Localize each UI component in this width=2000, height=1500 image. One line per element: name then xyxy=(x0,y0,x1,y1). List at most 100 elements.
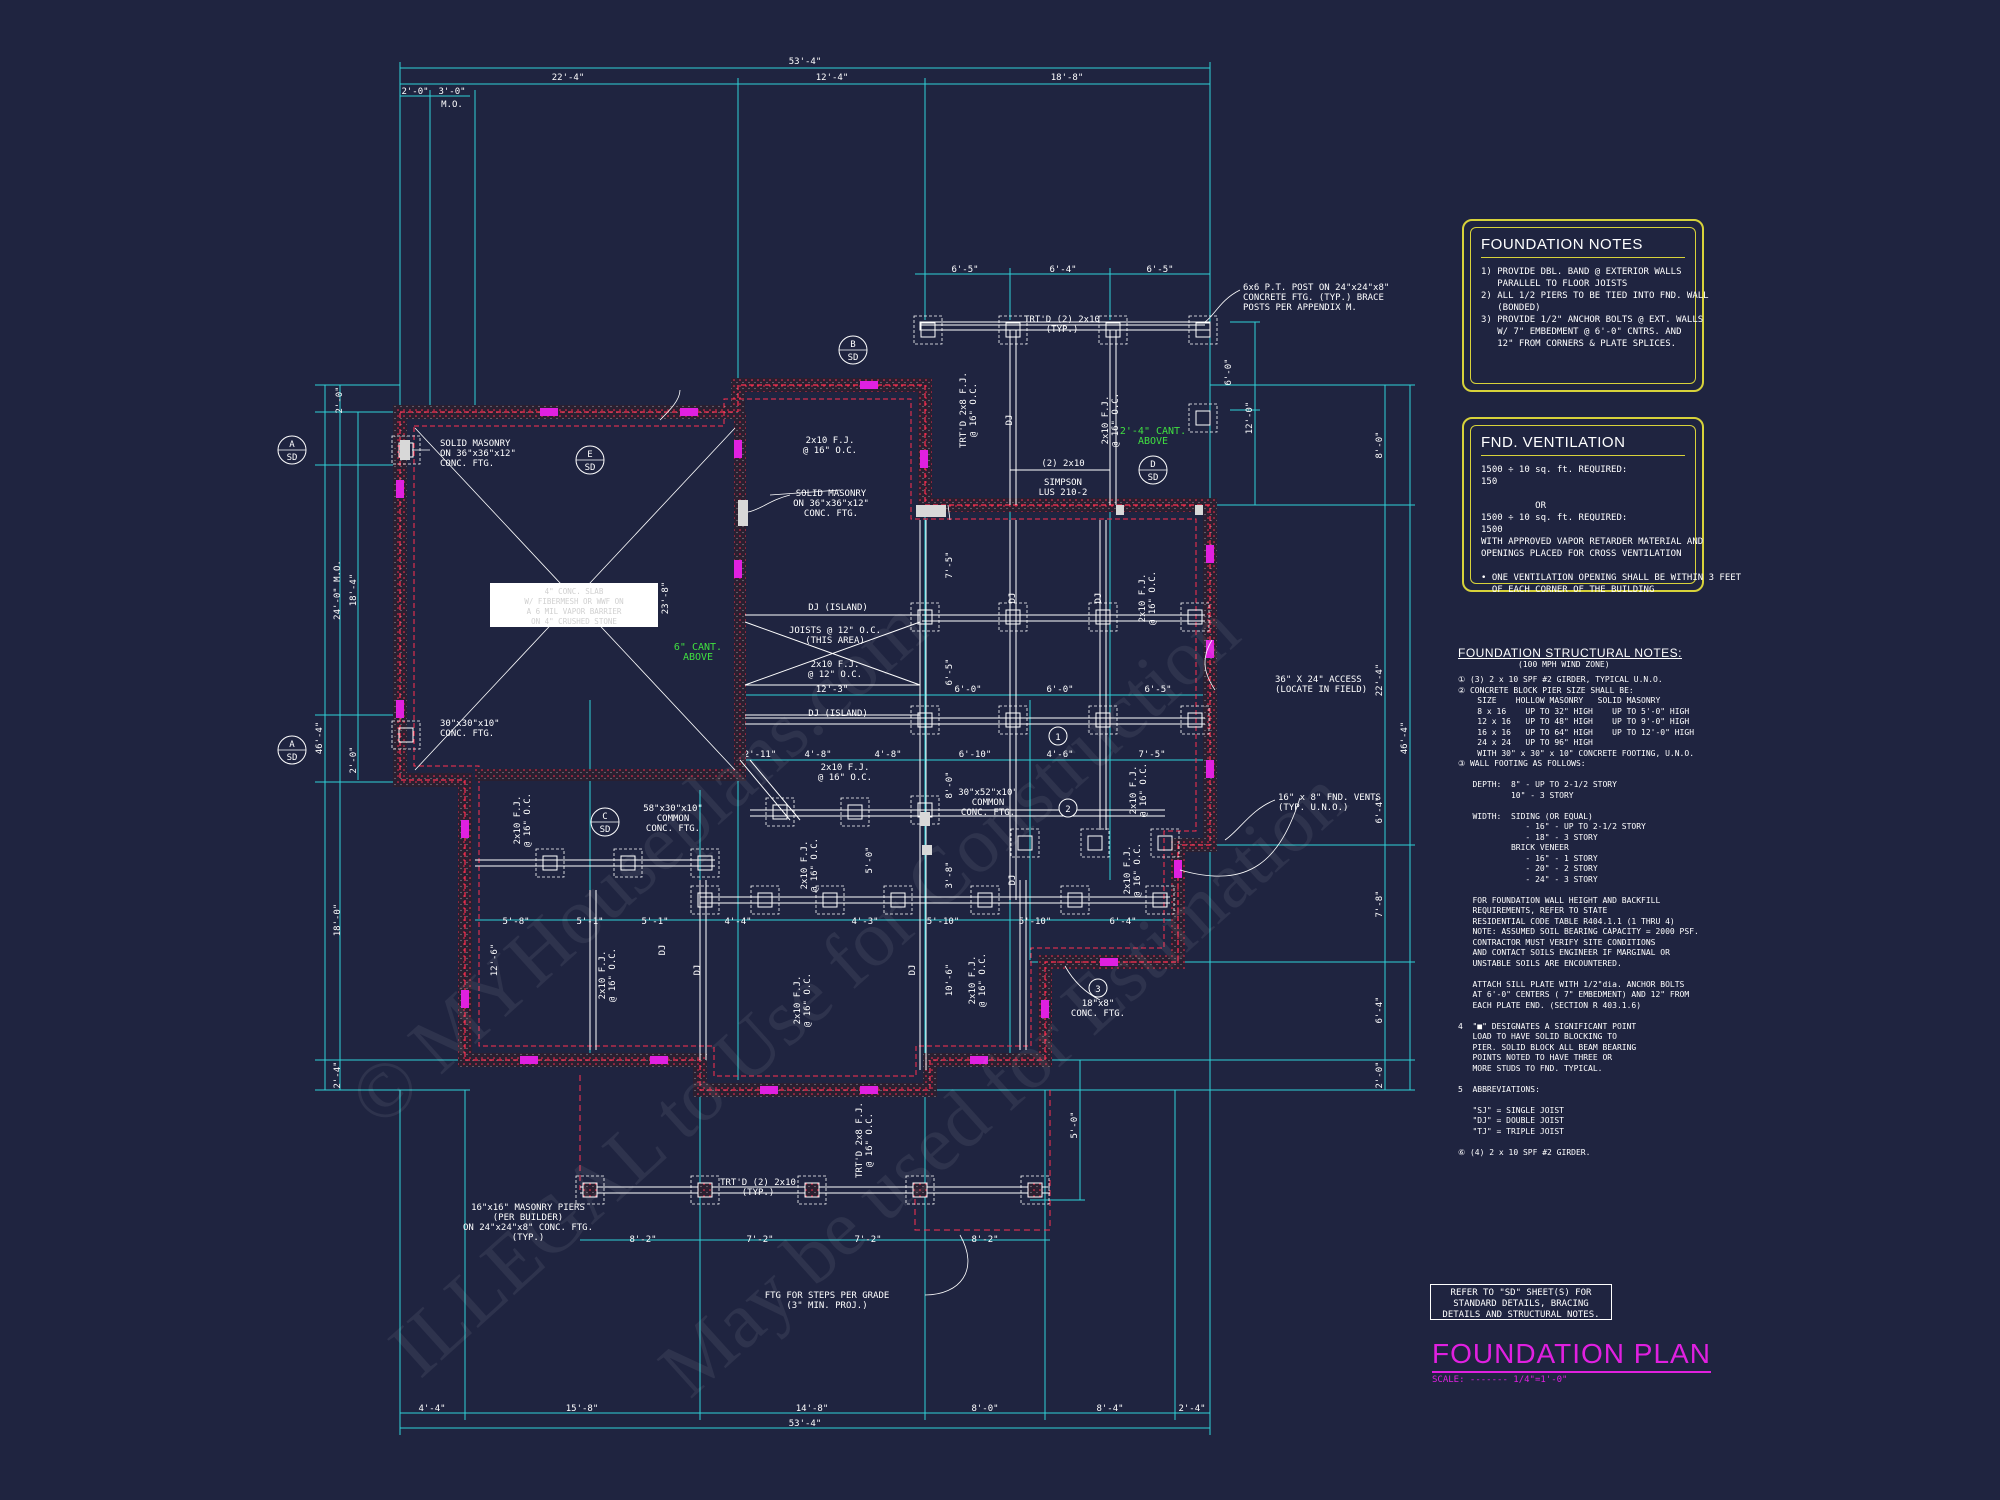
pier xyxy=(1020,1175,1050,1205)
callout-joists: JOISTS @ 12" O.C.(THIS AREA) xyxy=(789,626,881,646)
dim-top-c: 18'-8" xyxy=(1051,73,1084,83)
dim-inner-a: 12'-3" xyxy=(816,685,849,695)
callout-ftg-30: 30"x30"x10"CONC. FTG. xyxy=(440,719,500,739)
note-line: ⑥ (4) 2 x 10 SPF #2 GIRDER. xyxy=(1458,1147,1591,1157)
section-tag-sheet: SD xyxy=(848,353,859,363)
callout-ftg-steps: FTG FOR STEPS PER GRADE(3" MIN. PROJ.) xyxy=(765,1291,890,1311)
note-line: EACH PLATE END. (SECTION R 403.1.6) xyxy=(1458,1000,1642,1010)
note-line xyxy=(1458,1137,1718,1148)
structural-notes-title: FOUNDATION STRUCTURAL NOTES: xyxy=(1458,646,1683,660)
dim-inner-r: 6'-4" xyxy=(1109,917,1136,927)
section-tag-sheet: SD xyxy=(600,825,611,835)
note-line xyxy=(1481,488,1685,500)
pier xyxy=(1088,705,1118,735)
callout-fj-2x10: 2x10 F.J.@ 16" O.C. xyxy=(800,838,820,892)
tag-3: 3 xyxy=(1095,985,1100,995)
pier xyxy=(1080,828,1110,858)
note-line xyxy=(1481,560,1685,572)
dim-v-a: 7'-5" xyxy=(945,551,955,578)
section-tag-letter: B xyxy=(850,340,855,350)
section-tag-letter: C xyxy=(602,812,607,822)
note-line: CONTRACTOR MUST VERIFY SITE CONDITIONS xyxy=(1458,937,1656,947)
section-tag: C SD xyxy=(590,807,620,837)
pier xyxy=(905,1175,935,1205)
pier xyxy=(391,720,421,750)
solid-masonry-blocks xyxy=(400,440,1203,855)
pier xyxy=(690,885,720,915)
pier xyxy=(970,885,1000,915)
note-line: PIER. SOLID BLOCK ALL BEAM BEARING xyxy=(1458,1042,1637,1052)
section-tag-sheet: SD xyxy=(287,753,298,763)
dim-right-c: 6'-4" xyxy=(1375,796,1385,823)
note-line: WIDTH: SIDING (OR EQUAL) xyxy=(1458,811,1593,821)
callout-fj-2x10: 2x10 F.J.@ 16" O.C. xyxy=(513,793,533,847)
note-line: 12 x 16 UP TO 48" HIGH UP TO 9'-0" HIGH xyxy=(1458,717,1690,726)
note-line: ③ WALL FOOTING AS FOLLOWS: xyxy=(1458,759,1586,768)
dim-top-b: 12'-4" xyxy=(816,73,849,83)
pier xyxy=(1145,885,1175,915)
pier xyxy=(998,315,1028,345)
callout-cant-right: 2'-4" CANT.ABOVE xyxy=(1120,426,1186,447)
pier xyxy=(998,705,1028,735)
note-line: OF EACH CORNER OF THE BUILDING xyxy=(1481,585,1655,595)
ventilation-panel: FND. VENTILATION 1500 ÷ 10 sq. ft. REQUI… xyxy=(1462,417,1742,595)
dim-left-b: 24'-0" M.O. xyxy=(333,560,343,620)
dim-right-porch-a: 6'-0" xyxy=(1224,358,1234,385)
note-line: OR xyxy=(1481,501,1547,511)
note-line: PARALLEL TO FLOOR JOISTS xyxy=(1481,279,1628,289)
dim-step-a: 8'-2" xyxy=(629,1235,656,1245)
dim-right-e: 6'-4" xyxy=(1375,996,1385,1023)
foundation-notes-inner: FOUNDATION NOTES 1) PROVIDE DBL. BAND @ … xyxy=(1470,227,1709,384)
note-line: • ONE VENTILATION OPENING SHALL BE WITHI… xyxy=(1481,573,1742,583)
note-line: WITH APPROVED VAPOR RETARDER MATERIAL AN… xyxy=(1481,537,1704,547)
note-line: "TJ" = TRIPLE JOIST xyxy=(1458,1126,1564,1136)
note-line: UNSTABLE SOILS ARE ENCOUNTERED. xyxy=(1458,958,1622,968)
callout-trtd-fj-bottom: TRT'D 2x8 F.J.@ 16" O.C. xyxy=(855,1102,875,1178)
note-line: AND CONTACT SOILS ENGINEER IF MARGINAL O… xyxy=(1458,948,1670,957)
dim-inner-m: 5'-1" xyxy=(641,917,668,927)
dimension-labels: 53'-4" 22'-4" 12'-4" 18'-8" 2'-0" 3'-0" … xyxy=(315,57,1410,1429)
dim-v-e: 5'-0" xyxy=(865,846,875,873)
note-line: 1500 ÷ 10 sq. ft. REQUIRED: xyxy=(1481,513,1628,523)
dim-v-f: 12'-6" xyxy=(490,944,500,977)
note-line: 10" - 3 STORY xyxy=(1458,790,1574,800)
callout-fj-2x10-b: 2x10 F.J.@ 12" O.C. xyxy=(808,660,862,680)
dim-inner-g: 4'-8" xyxy=(874,750,901,760)
note-line: RESIDENTIAL CODE TABLE R404.1.1 (1 THRU … xyxy=(1458,916,1675,926)
pier xyxy=(910,602,940,632)
refer-note-line: REFER TO "SD" SHEET(S) FOR xyxy=(1450,1288,1592,1298)
callout-simpson-a: (2) 2x10 xyxy=(1041,459,1084,469)
refer-note-line: DETAILS AND STRUCTURAL NOTES. xyxy=(1442,1310,1600,1320)
note-line: 4 "■" DESIGNATES A SIGNIFICANT POINT xyxy=(1458,1021,1637,1031)
dim-bottom-a: 4'-4" xyxy=(418,1404,445,1414)
section-tag: ASD xyxy=(277,735,307,765)
callout-masonry-piers: 16"x16" MASONRY PIERS(PER BUILDER)ON 24"… xyxy=(463,1203,593,1243)
dim-top-a: 22'-4" xyxy=(552,73,585,83)
pier xyxy=(1060,885,1090,915)
dim-left-c: 18'-4" xyxy=(349,574,359,607)
dim-mo: M.O. xyxy=(441,100,463,110)
note-line: MORE STUDS TO FND. TYPICAL. xyxy=(1458,1063,1603,1073)
foundation-notes-lines: 1) PROVIDE DBL. BAND @ EXTERIOR WALLS PA… xyxy=(1481,266,1709,350)
pier xyxy=(998,602,1028,632)
girders xyxy=(475,324,1205,1194)
pier xyxy=(1088,602,1118,632)
pier xyxy=(1188,403,1218,433)
note-line: - 20" - 2 STORY xyxy=(1458,864,1598,873)
pier xyxy=(575,1175,605,1205)
dim-inner-e: 2'-11" xyxy=(744,750,777,760)
pier xyxy=(535,848,565,878)
pier xyxy=(840,797,870,827)
note-line: 12" FROM CORNERS & PLATE SPLICES. xyxy=(1481,339,1677,349)
front-steps-outline xyxy=(579,1075,1051,1231)
dim-right-f: 2'-0" xyxy=(1375,1061,1385,1088)
plan-scale: SCALE: ------- 1/4"=1'-0" xyxy=(1432,1375,1568,1385)
pier xyxy=(750,885,780,915)
pier xyxy=(1188,315,1218,345)
dim-inner-o: 4'-3" xyxy=(851,917,878,927)
note-line: AT 6'-0" CENTERS ( 7" EMBEDMENT) AND 12"… xyxy=(1458,990,1690,999)
callout-fj-2x10-c: 2x10 F.J.@ 16" O.C. xyxy=(818,763,872,783)
callout-dj: DJ xyxy=(693,965,703,976)
